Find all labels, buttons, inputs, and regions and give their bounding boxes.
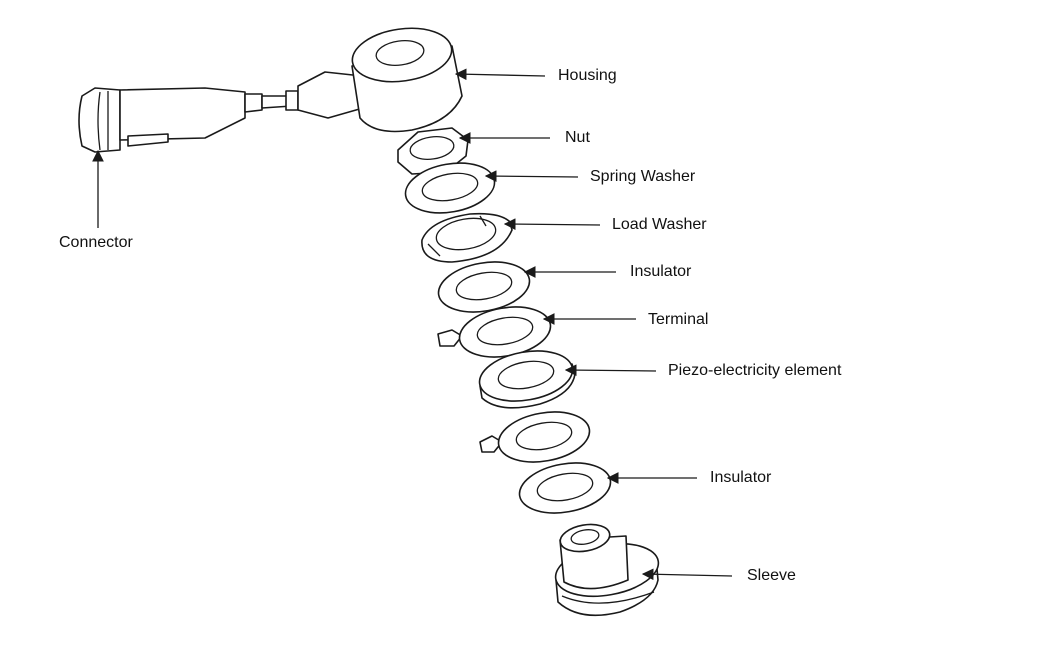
leader-housing <box>454 68 546 81</box>
label-connector: Connector <box>59 234 133 251</box>
insulator-bottom-part <box>518 462 612 514</box>
housing-part <box>297 27 463 133</box>
leader-sleeve <box>641 568 733 581</box>
piezo-element-part <box>478 350 576 409</box>
leader-piezo <box>564 364 657 376</box>
label-housing: Housing <box>558 67 617 84</box>
label-piezo-element: Piezo-electricity element <box>668 362 842 379</box>
label-load-washer: Load Washer <box>612 216 707 233</box>
load-washer-part <box>421 212 513 263</box>
label-insulator-bottom: Insulator <box>710 469 772 486</box>
insulator-top-part <box>437 261 531 313</box>
label-spring-washer: Spring Washer <box>590 168 696 185</box>
leader-lines <box>92 68 733 581</box>
terminal-lower-part <box>479 411 591 463</box>
label-nut: Nut <box>565 129 590 146</box>
label-insulator-top: Insulator <box>630 263 692 280</box>
leader-load-washer <box>503 218 601 230</box>
leader-spring-washer <box>484 170 579 182</box>
sleeve-part <box>554 523 660 617</box>
nut-part <box>397 127 469 175</box>
spring-washer-part <box>404 162 496 214</box>
label-sleeve: Sleeve <box>747 567 796 584</box>
connector-part <box>78 87 299 153</box>
label-terminal: Terminal <box>648 311 709 328</box>
